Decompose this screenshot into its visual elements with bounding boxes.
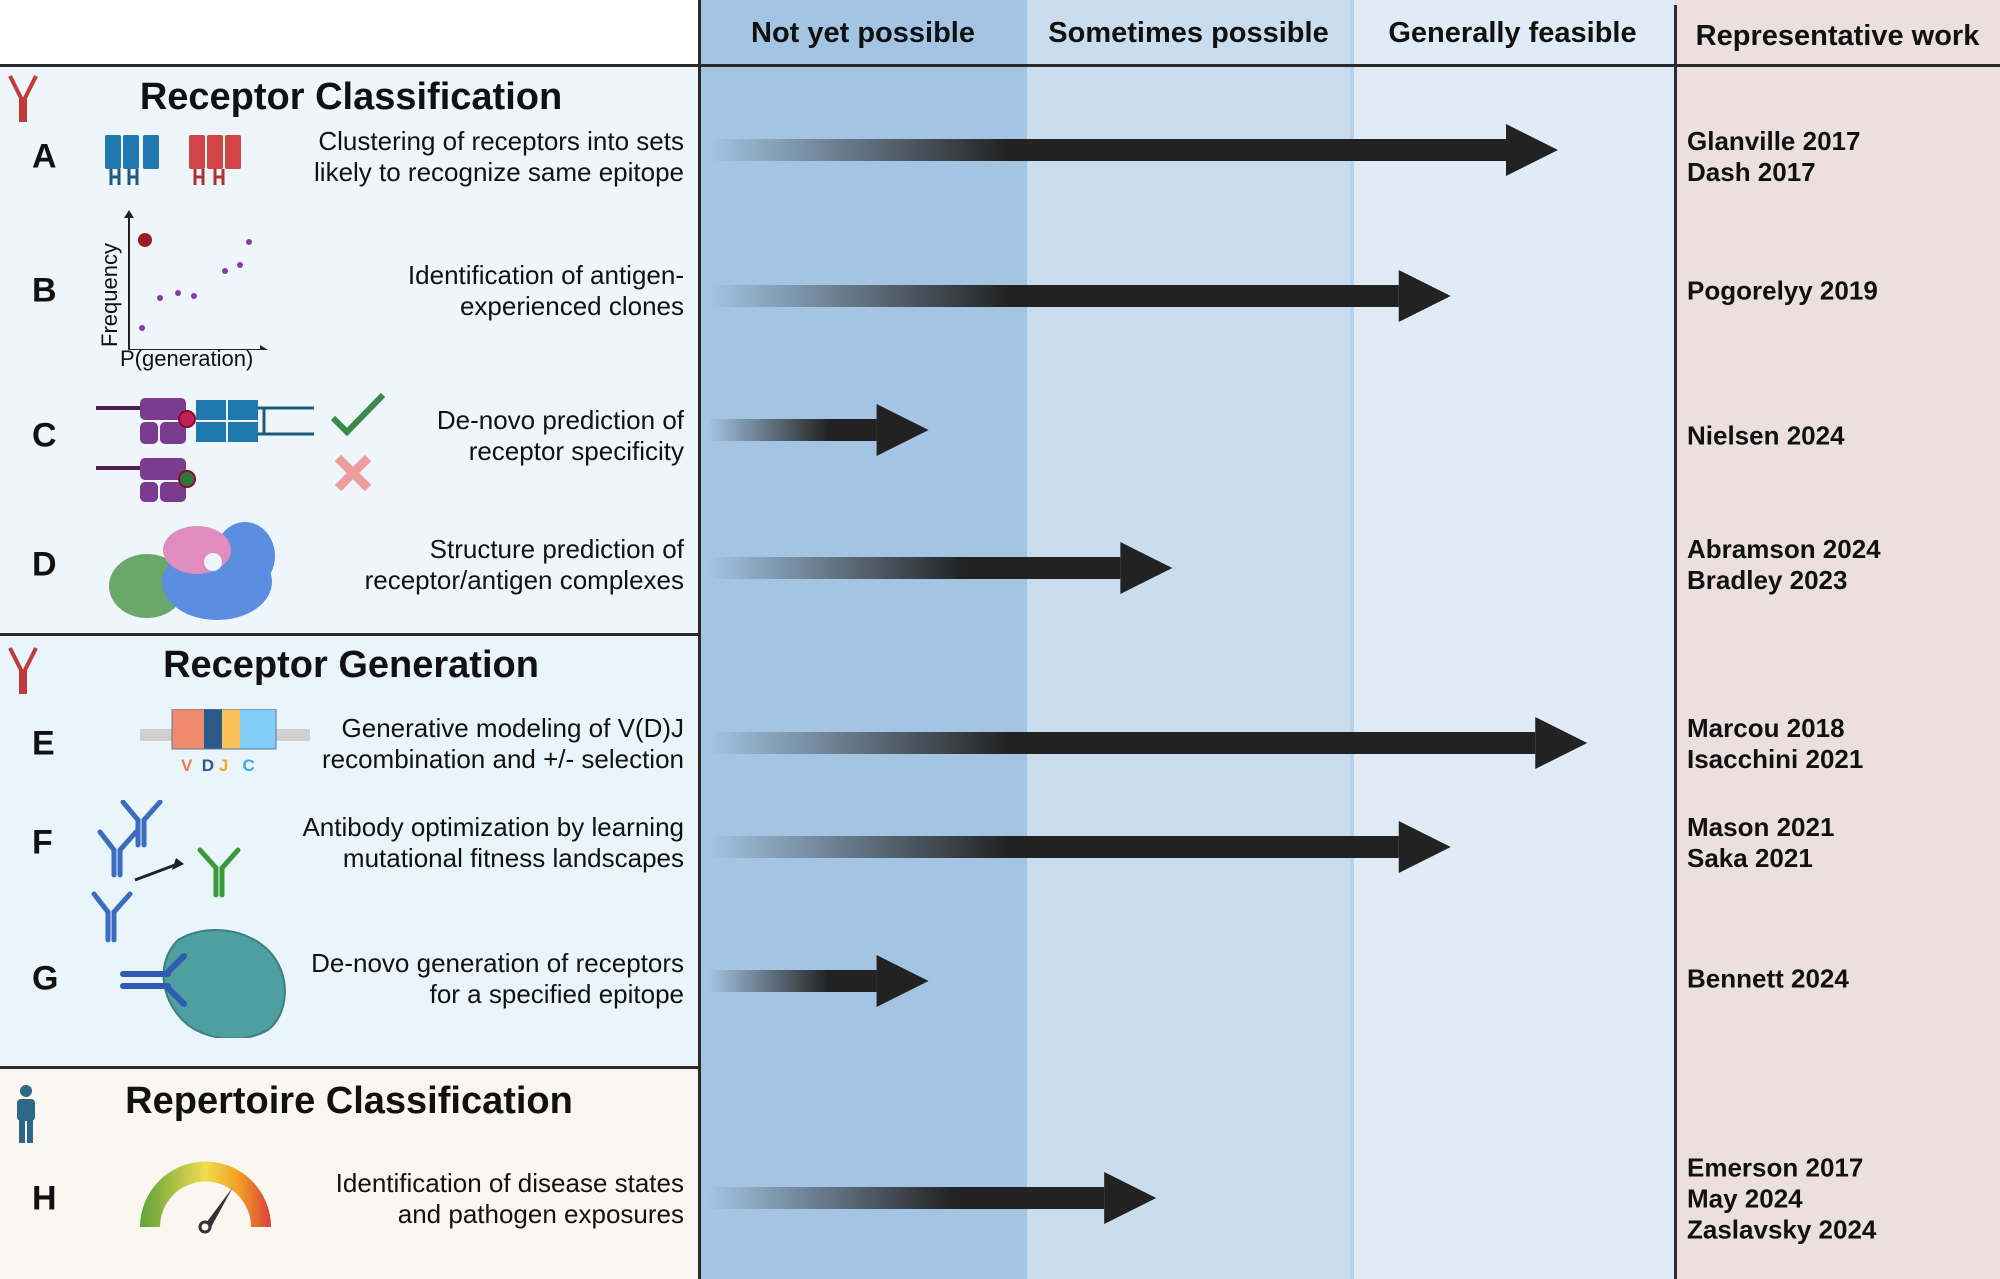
representative-refs: Pogorelyy 2019 [1687, 276, 1878, 307]
reference: May 2024 [1687, 1183, 1803, 1214]
c-label: C [242, 756, 255, 775]
d-label: D [201, 756, 215, 775]
checkmark-icon [330, 392, 386, 436]
row-letter: H [32, 1179, 57, 1218]
section-divider [0, 1066, 700, 1069]
column-generally-feasible [1350, 0, 1675, 1279]
description-line: mutational fitness landscapes [342, 843, 684, 873]
description-line: experienced clones [459, 291, 684, 321]
reference: Isacchini 2021 [1687, 744, 1864, 774]
feasibility-arrow [708, 821, 1451, 873]
antibody-icon [8, 647, 38, 694]
description-line: and pathogen exposures [397, 1199, 684, 1229]
row-letter: C [32, 416, 57, 455]
reference: Marcou 2018 [1687, 713, 1845, 743]
reference: Emerson 2017 [1687, 1152, 1864, 1183]
description-line: Structure prediction of [429, 534, 684, 564]
row-description: Identification of antigen-experienced cl… [408, 260, 684, 322]
person-icon [17, 1085, 35, 1143]
header-representative-work: Representative work [1695, 19, 1980, 52]
column-sometimes-possible [1027, 0, 1350, 1279]
description-line: for a specified epitope [429, 979, 684, 1009]
section-title: Receptor Generation [163, 644, 539, 686]
row-letter: A [32, 137, 57, 176]
row-letter: B [32, 271, 57, 310]
frequency-pgen-plot-icon [124, 210, 268, 350]
reference: Bradley 2023 [1687, 565, 1848, 595]
header-divider [0, 64, 2000, 67]
description-line: receptor specificity [468, 436, 684, 466]
feasibility-arrow [708, 124, 1558, 176]
row-letter: F [32, 823, 53, 862]
description-line: De-novo generation of receptors [311, 948, 684, 978]
reference-divider [1674, 5, 1677, 1279]
receptor-clusters-icon [105, 135, 241, 185]
reference: Glanville 2017 [1687, 126, 1861, 156]
description-line: Identification of disease states [335, 1168, 684, 1198]
header-not-yet-possible: Not yet possible [751, 16, 975, 49]
reference: Nielsen 2024 [1687, 420, 1845, 451]
reference: Abramson 2024 [1687, 534, 1881, 564]
section-repertoire-classification [0, 1067, 699, 1279]
description-line: Identification of antigen- [407, 260, 684, 290]
reference: Mason 2021 [1687, 812, 1835, 842]
reference: Zaslavsky 2024 [1687, 1214, 1877, 1245]
section-title: Receptor Classification [139, 76, 563, 118]
vdj-gene-icon [140, 709, 310, 750]
description-line: Clustering of receptors into sets [318, 126, 684, 156]
header-sometimes-possible: Sometimes possible [1048, 16, 1329, 49]
feasibility-arrow [708, 1172, 1157, 1224]
feasibility-arrow [708, 955, 929, 1007]
antibody-icon [8, 75, 38, 122]
column-not-yet-possible [699, 0, 1027, 1279]
epitope-binding-icon [120, 929, 286, 1038]
row-letter: E [32, 724, 55, 763]
representative-refs: Bennett 2024 [1687, 964, 1849, 995]
gauge-icon [140, 1161, 271, 1234]
column-representative-work [1675, 0, 2000, 1279]
description-line: Antibody optimization by learning [302, 812, 684, 842]
row-letter: G [32, 959, 59, 998]
description-line: De-novo prediction of [436, 405, 684, 435]
feasibility-arrow [708, 717, 1588, 769]
reference: Bennett 2024 [1687, 963, 1849, 994]
p-generation-axis-label: P(generation) [120, 346, 254, 371]
section-divider [0, 633, 700, 636]
description-line: recombination and +/- selection [321, 744, 684, 774]
row-letter: D [32, 545, 57, 584]
cross-icon [334, 454, 372, 492]
section-title: Repertoire Classification [125, 1080, 573, 1122]
feasibility-arrow [708, 404, 929, 456]
description-line: likely to recognize same epitope [314, 157, 684, 187]
v-label: V [181, 756, 193, 775]
description-line: receptor/antigen complexes [364, 565, 684, 595]
antibody-optimization-icon [91, 800, 241, 943]
reference: Dash 2017 [1687, 157, 1816, 187]
receptor-binding-icon [96, 398, 314, 502]
feasibility-arrow [708, 542, 1173, 594]
reference: Saka 2021 [1687, 843, 1813, 873]
left-panel-divider [698, 0, 701, 1279]
header-generally-feasible: Generally feasible [1388, 16, 1637, 49]
description-line: Generative modeling of V(D)J [341, 713, 684, 743]
protein-complex-icon [109, 522, 275, 620]
representative-refs: Nielsen 2024 [1687, 421, 1845, 452]
vdj-labels: V D J C [181, 756, 255, 776]
j-label: J [218, 756, 229, 775]
reference: Pogorelyy 2019 [1687, 275, 1878, 306]
feasibility-arrow [708, 270, 1451, 322]
